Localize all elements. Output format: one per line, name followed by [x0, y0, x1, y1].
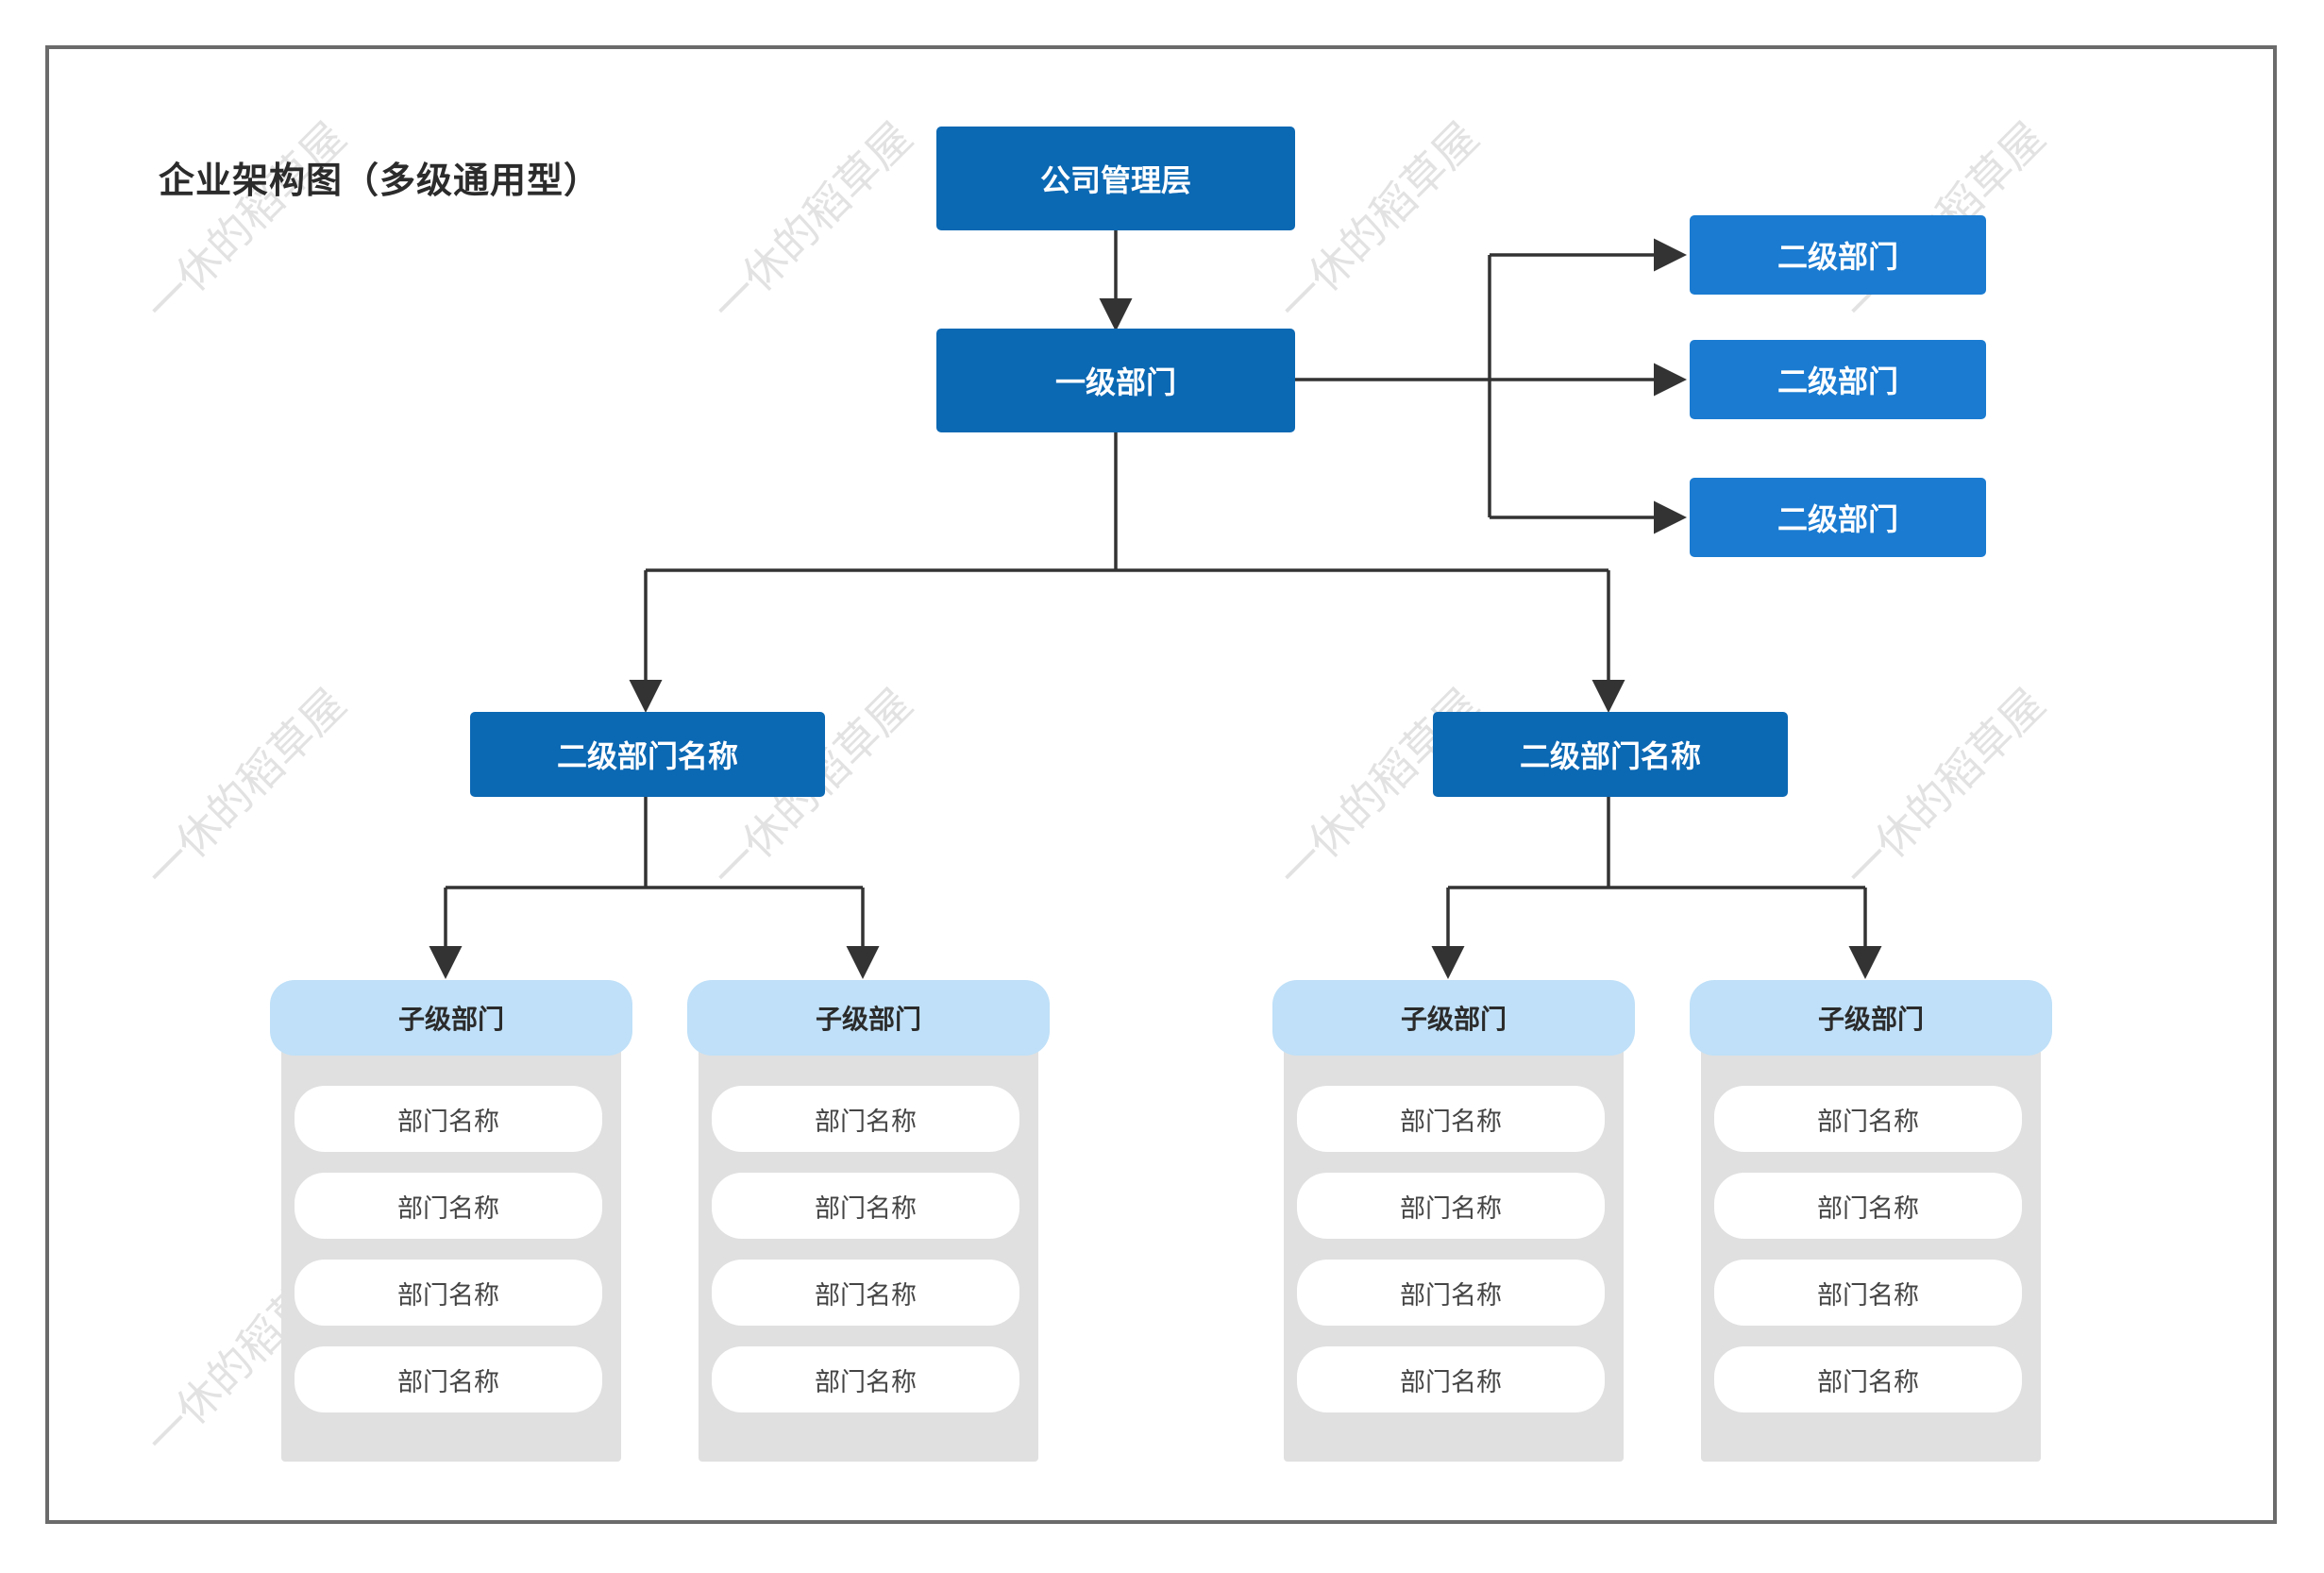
node-label: 二级部门 [1777, 364, 1898, 399]
subgroup-panel-3: 子级部门 部门名称 部门名称 部门名称 部门名称 [1272, 980, 1635, 1462]
node-label: 一级部门 [1054, 364, 1176, 400]
node-level1-dept[interactable]: 一级部门 [936, 329, 1295, 432]
dept-name-item[interactable]: 部门名称 [1297, 1346, 1605, 1412]
dept-name-item[interactable]: 部门名称 [295, 1173, 602, 1239]
subgroup-header[interactable]: 子级部门 [687, 980, 1050, 1056]
node-company-management[interactable]: 公司管理层 [936, 127, 1295, 230]
node-label: 二级部门 [1777, 501, 1898, 537]
dept-name-item[interactable]: 部门名称 [712, 1260, 1019, 1326]
subgroup-header[interactable]: 子级部门 [1272, 980, 1635, 1056]
node-side-dept-3[interactable]: 二级部门 [1690, 478, 1986, 557]
node-side-dept-2[interactable]: 二级部门 [1690, 340, 1986, 419]
node-level2-dept-right[interactable]: 二级部门名称 [1433, 712, 1788, 797]
dept-name-item[interactable]: 部门名称 [1297, 1173, 1605, 1239]
node-side-dept-1[interactable]: 二级部门 [1690, 215, 1986, 295]
dept-name-item[interactable]: 部门名称 [295, 1346, 602, 1412]
dept-name-item[interactable]: 部门名称 [295, 1260, 602, 1326]
subgroup-header[interactable]: 子级部门 [270, 980, 632, 1056]
node-label: 公司管理层 [1039, 162, 1191, 198]
dept-name-item[interactable]: 部门名称 [1714, 1173, 2022, 1239]
dept-name-item[interactable]: 部门名称 [1714, 1260, 2022, 1326]
dept-name-item[interactable]: 部门名称 [1297, 1260, 1605, 1326]
dept-name-item[interactable]: 部门名称 [295, 1086, 602, 1152]
node-label: 二级部门 [1777, 239, 1898, 275]
node-level2-dept-left[interactable]: 二级部门名称 [470, 712, 825, 797]
subgroup-panel-2: 子级部门 部门名称 部门名称 部门名称 部门名称 [687, 980, 1050, 1462]
dept-name-item[interactable]: 部门名称 [712, 1346, 1019, 1412]
diagram-frame [45, 45, 2277, 1524]
dept-name-item[interactable]: 部门名称 [1297, 1086, 1605, 1152]
page-title: 企业架构图（多级通用型） [159, 160, 601, 201]
subgroup-panel-4: 子级部门 部门名称 部门名称 部门名称 部门名称 [1690, 980, 2052, 1462]
subgroup-panel-1: 子级部门 部门名称 部门名称 部门名称 部门名称 [270, 980, 632, 1462]
node-label: 二级部门名称 [556, 738, 738, 774]
node-label: 二级部门名称 [1519, 738, 1701, 774]
dept-name-item[interactable]: 部门名称 [1714, 1346, 2022, 1412]
dept-name-item[interactable]: 部门名称 [712, 1086, 1019, 1152]
dept-name-item[interactable]: 部门名称 [712, 1173, 1019, 1239]
dept-name-item[interactable]: 部门名称 [1714, 1086, 2022, 1152]
subgroup-header[interactable]: 子级部门 [1690, 980, 2052, 1056]
